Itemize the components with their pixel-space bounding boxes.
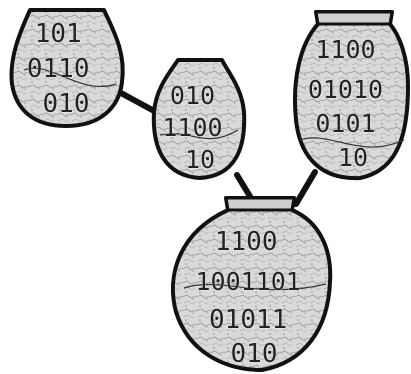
vessel-top-right: 1100 01010 0101 10 — [295, 12, 408, 178]
code-line: 01011 — [209, 305, 287, 335]
code-line: 101 — [35, 19, 82, 49]
code-line: 1001101 — [195, 267, 300, 296]
code-line: 1100 — [215, 227, 278, 257]
connector-vase3-vase4 — [296, 172, 315, 204]
code-line: 010 — [43, 89, 90, 119]
code-line: 0110 — [27, 54, 90, 84]
connector-vase2-vase4 — [237, 175, 251, 198]
code-line: 10 — [338, 143, 368, 172]
code-line: 0101 — [315, 109, 375, 138]
code-line: 1100 — [162, 113, 222, 142]
vessel-middle: 010 1100 10 — [154, 60, 244, 178]
connector-vase1-vase2 — [121, 93, 156, 112]
vessel-top-left: 101 0110 010 — [11, 10, 122, 126]
code-line: 1100 — [315, 35, 375, 64]
code-line: 10 — [185, 145, 215, 174]
code-line: 01010 — [308, 75, 383, 104]
code-line: 010 — [170, 81, 215, 110]
vessel-bottom: 1100 1001101 01011 010 — [173, 198, 330, 370]
code-line: 010 — [231, 339, 278, 369]
